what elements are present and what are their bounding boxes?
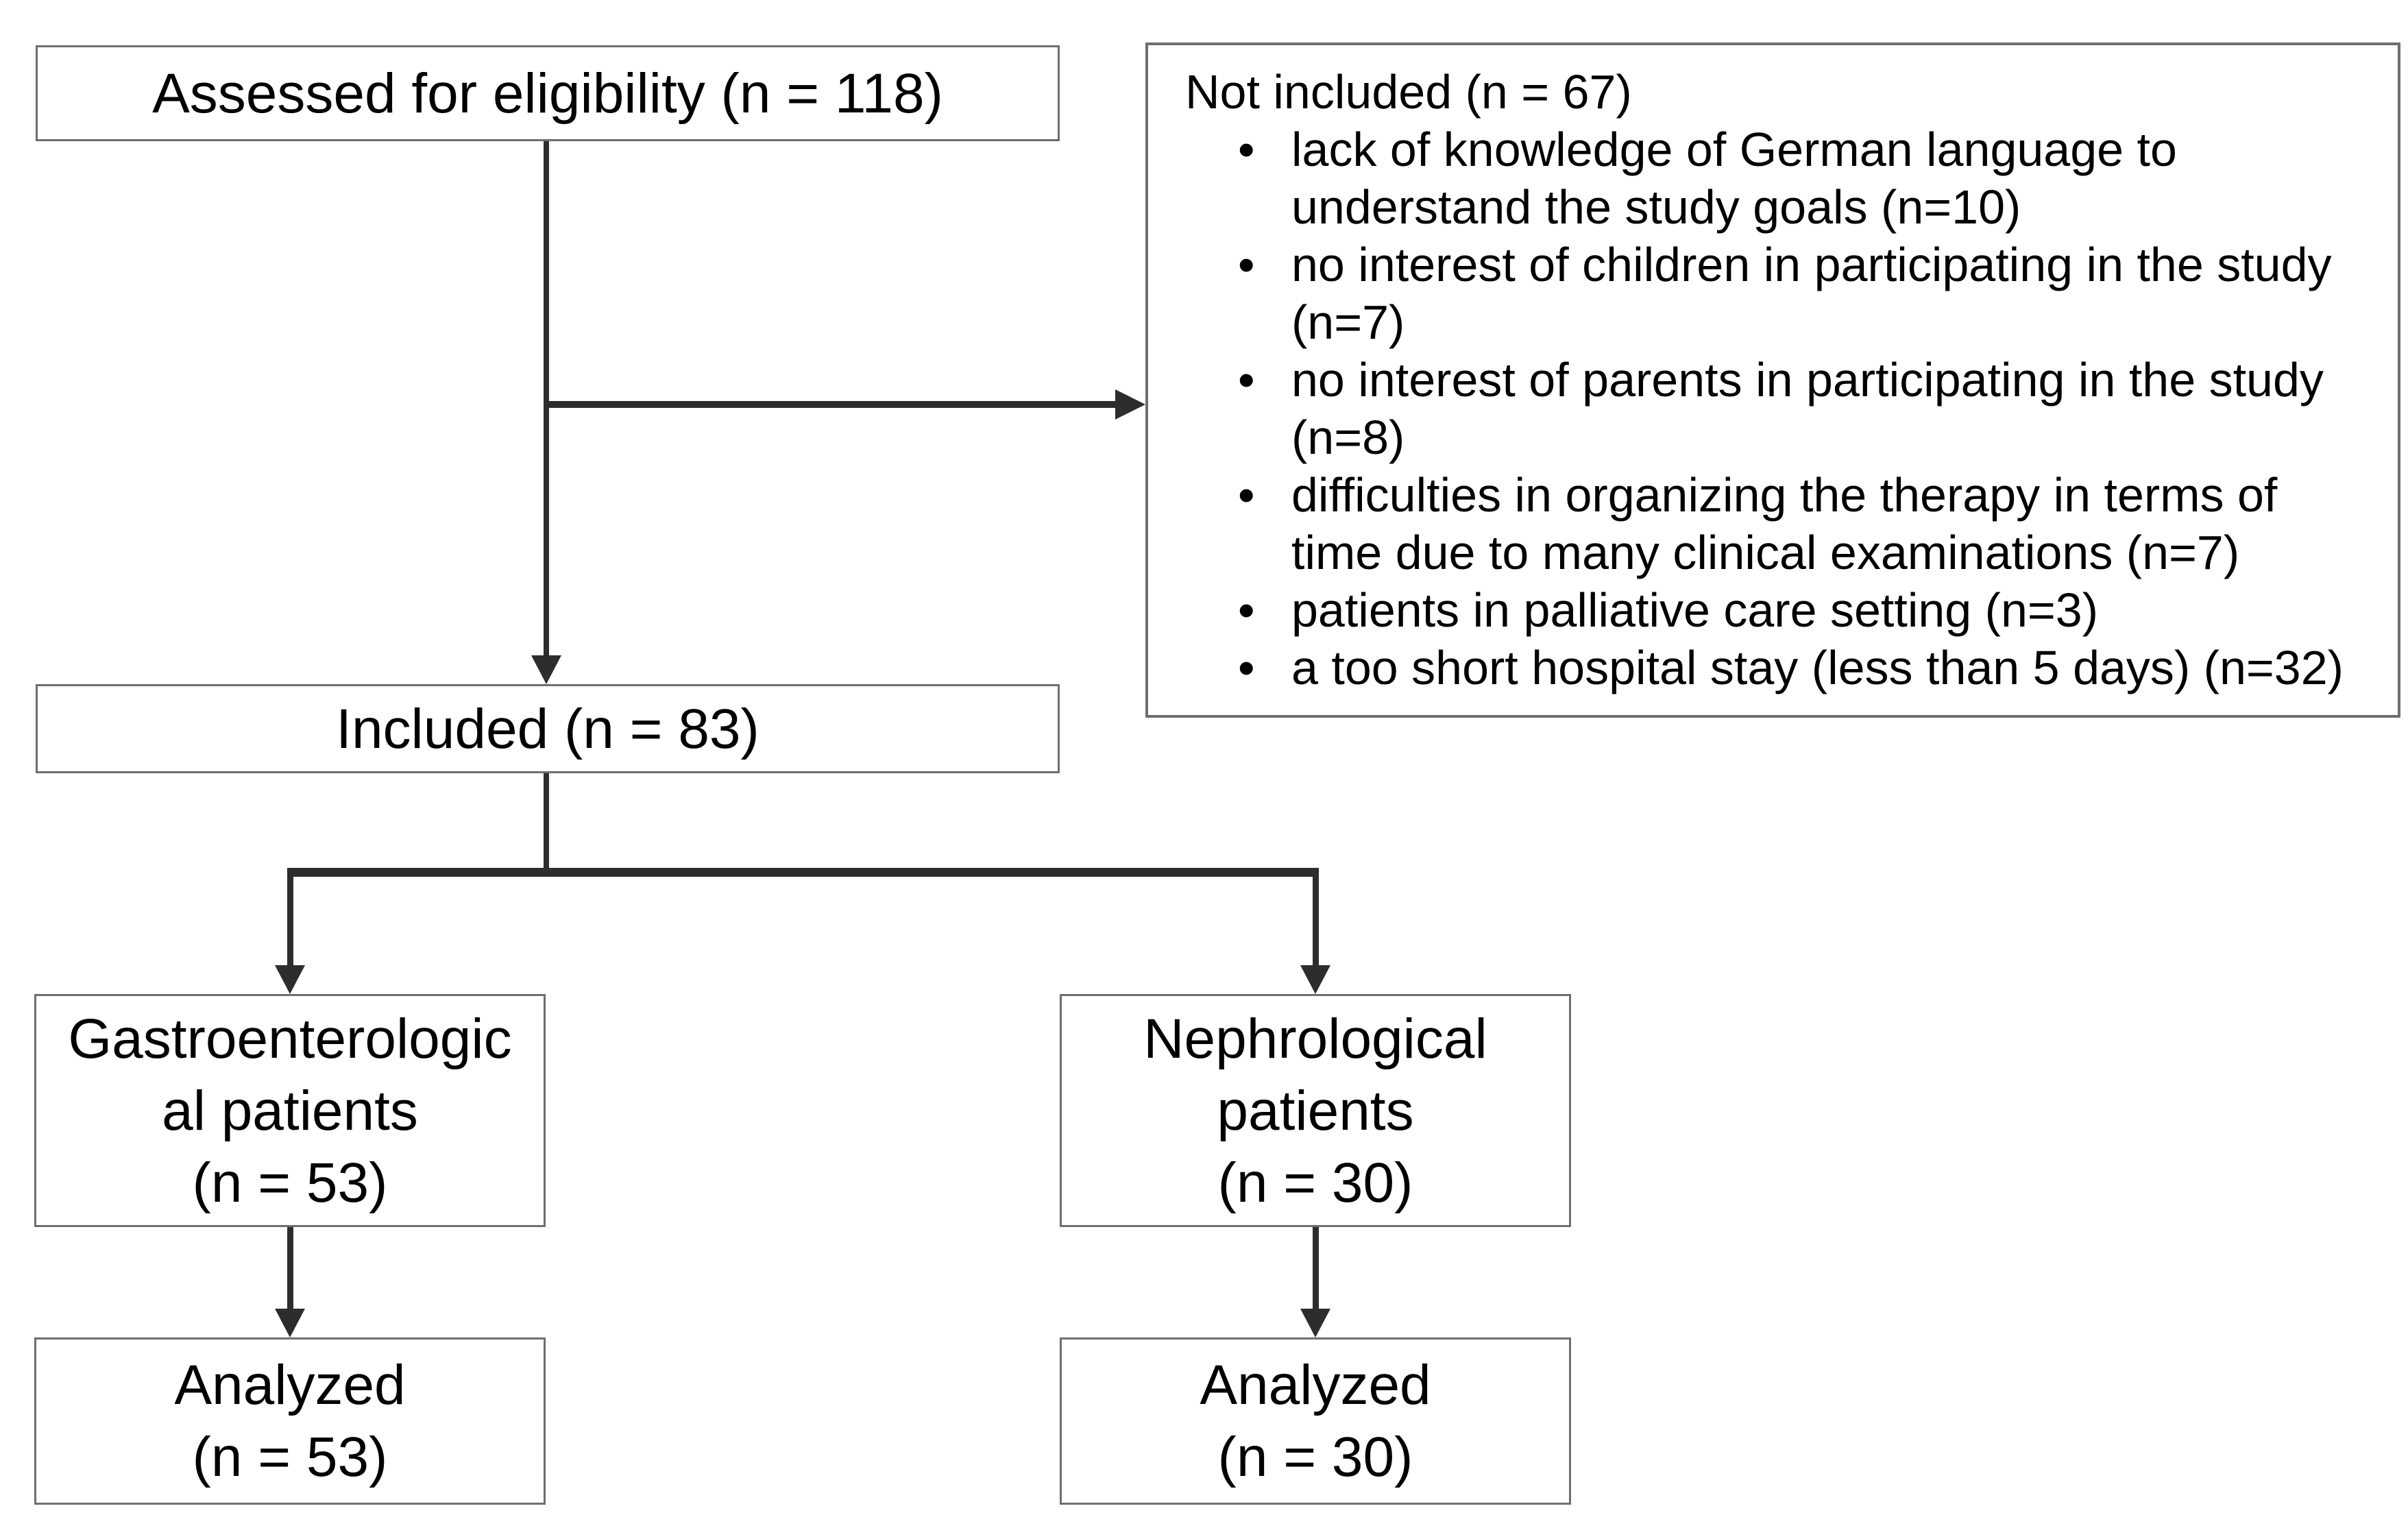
gastro-label-line: Gastroenterologic bbox=[68, 1007, 512, 1070]
not-included-reason-list: lack of knowledge of German language to … bbox=[1185, 121, 2352, 696]
analyzed-gastro-line: (n = 53) bbox=[192, 1426, 388, 1488]
gastroenterological-patients-box: Gastroenterologic al patients (n = 53) bbox=[34, 994, 546, 1227]
reason-item: no interest of parents in participating … bbox=[1238, 351, 2352, 466]
not-included-title: Not included (n = 67) bbox=[1185, 65, 1632, 119]
assessed-label: Assessed for eligibility (n = 118) bbox=[152, 62, 943, 125]
arrowhead-down-nephro-icon bbox=[1300, 965, 1330, 994]
nephro-label-line: Nephrological bbox=[1143, 1007, 1487, 1070]
connector-to-not-included bbox=[546, 401, 1115, 408]
included-label: Included (n = 83) bbox=[336, 697, 759, 760]
branch-line bbox=[287, 868, 1319, 877]
gastro-label-line: (n = 53) bbox=[192, 1151, 388, 1214]
connector-branch-to-gastro bbox=[287, 868, 293, 968]
arrowhead-down-gastro-icon bbox=[275, 965, 305, 994]
assessed-for-eligibility-box: Assessed for eligibility (n = 118) bbox=[36, 45, 1060, 141]
analyzed-gastro-line: Analyzed bbox=[174, 1354, 406, 1416]
connector-nephro-to-analyzed bbox=[1313, 1227, 1319, 1309]
connector-gastro-to-analyzed bbox=[287, 1227, 293, 1309]
analyzed-nephro-line: Analyzed bbox=[1200, 1354, 1431, 1416]
arrowhead-down-included-icon bbox=[531, 655, 561, 684]
analyzed-gastro-box: Analyzed (n = 53) bbox=[34, 1337, 546, 1505]
connector-branch-to-nephro bbox=[1313, 868, 1319, 968]
reason-item: difficulties in organizing the therapy i… bbox=[1238, 466, 2352, 581]
arrowhead-down-analyzed-nephro-icon bbox=[1300, 1309, 1330, 1337]
gastro-label-line: al patients bbox=[162, 1079, 418, 1142]
analyzed-nephro-box: Analyzed (n = 30) bbox=[1060, 1337, 1571, 1505]
included-box: Included (n = 83) bbox=[36, 684, 1060, 773]
arrowhead-right-not-included-icon bbox=[1115, 389, 1145, 420]
nephro-label-line: (n = 30) bbox=[1217, 1151, 1413, 1214]
connector-included-to-branch bbox=[544, 773, 549, 869]
connector-assessed-to-included bbox=[544, 141, 549, 659]
reason-item: lack of knowledge of German language to … bbox=[1238, 121, 2352, 236]
reason-item: patients in palliative care setting (n=3… bbox=[1238, 581, 2352, 639]
analyzed-nephro-line: (n = 30) bbox=[1217, 1426, 1413, 1488]
reason-item: a too short hospital stay (less than 5 d… bbox=[1238, 639, 2352, 696]
arrowhead-down-analyzed-gastro-icon bbox=[275, 1309, 305, 1337]
nephro-label-line: patients bbox=[1217, 1079, 1414, 1142]
not-included-box: Not included (n = 67) lack of knowledge … bbox=[1145, 43, 2400, 718]
nephrological-patients-box: Nephrological patients (n = 30) bbox=[1060, 994, 1571, 1227]
reason-item: no interest of children in participating… bbox=[1238, 236, 2352, 351]
